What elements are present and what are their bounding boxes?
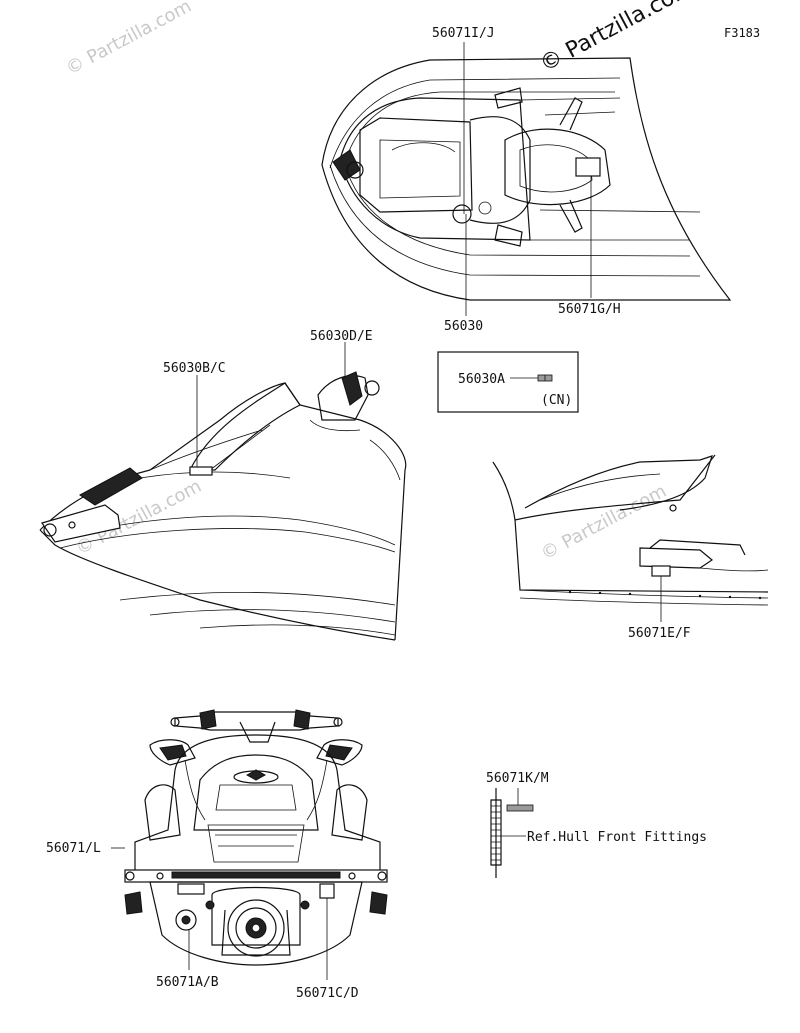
label-56071gh: 56071G/H: [558, 302, 621, 317]
label-56071ab: 56071A/B: [156, 975, 219, 990]
label-56030: 56030: [444, 319, 483, 334]
label-56030de: 56030D/E: [310, 329, 373, 344]
label-56071cd: 56071C/D: [296, 986, 359, 1001]
label-56071ij: 56071I/J: [432, 26, 495, 41]
side-view-drawing: [39, 371, 407, 641]
label-56030a: 56030A: [458, 372, 505, 387]
label-56071ef: 56071E/F: [628, 626, 691, 641]
hull-view-drawing: [492, 454, 769, 606]
label-region-cn: (CN): [541, 393, 572, 408]
label-ref-hull-front-fittings: Ref.Hull Front Fittings: [527, 830, 707, 845]
label-56071l: 56071/L: [46, 841, 101, 856]
watermark-top-left: © Partzilla.com: [62, 0, 195, 79]
top-view-drawing: [321, 57, 732, 301]
label-56071km: 56071K/M: [486, 771, 549, 786]
label-56030bc: 56030B/C: [163, 361, 226, 376]
rear-view-drawing: [124, 709, 388, 966]
figure-id: F3183: [724, 26, 760, 40]
inset-box: [437, 351, 579, 413]
fittings-drawing: [490, 788, 534, 878]
watermark-brand: © Partzilla.com: [536, 0, 698, 77]
